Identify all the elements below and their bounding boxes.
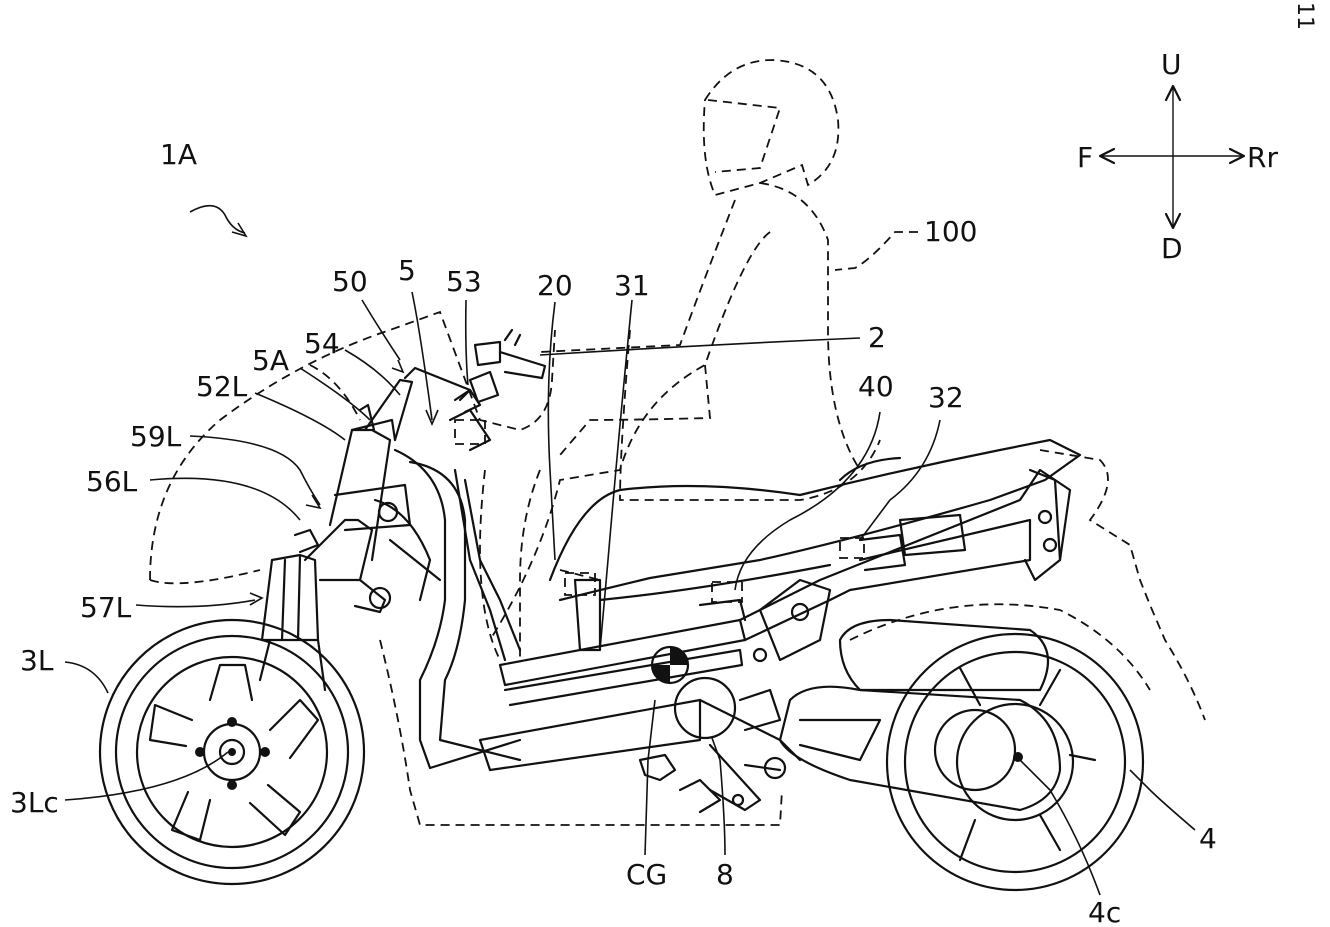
label-left-knuckle: 56L	[86, 465, 138, 498]
direction-indicator: U D F Rr	[1077, 48, 1278, 265]
label-rider: 100	[924, 215, 977, 248]
label-engine-unit: 8	[716, 858, 734, 891]
handlebar-assembly	[448, 328, 547, 452]
label-handle-sensor: 53	[446, 265, 482, 298]
label-left-link: 59L	[130, 420, 182, 453]
engine-unit	[638, 676, 762, 814]
label-rear-axle: 4c	[1088, 896, 1121, 927]
label-left-arm-bracket: 52L	[196, 370, 248, 403]
label-left-suspension: 57L	[80, 591, 132, 624]
main-frame	[373, 448, 1072, 772]
front-left-wheel	[98, 618, 366, 886]
seat	[548, 438, 1082, 602]
rear-swing-arm	[743, 618, 1062, 812]
rider-leader	[834, 231, 918, 271]
center-of-gravity-marker	[650, 645, 690, 685]
direction-front-label: F	[1077, 141, 1093, 174]
figure-ref-wavy-leader	[189, 204, 246, 234]
sheet-number: 11	[1292, 2, 1317, 30]
label-rear-wheel: 4	[1199, 822, 1217, 855]
rear-fender-outline	[559, 449, 1206, 721]
label-steering-unit: 5	[398, 254, 416, 287]
up-arrowhead-icon	[1164, 84, 1182, 102]
label-front-left-wheel: 3L	[20, 644, 54, 677]
label-seat-component: 31	[614, 269, 650, 302]
label-steering-handle: 2	[868, 321, 886, 354]
rear-wheel	[885, 632, 1145, 892]
label-steering-device: 50	[332, 265, 368, 298]
direction-rear-label: Rr	[1247, 141, 1278, 174]
label-steering-actuator: 54	[304, 327, 340, 360]
front-cowl-outline	[149, 310, 783, 826]
front-arrowhead-icon	[1098, 147, 1116, 165]
figure-ref-label: 1A	[160, 138, 197, 171]
label-controller: 40	[858, 370, 894, 403]
rider-outline	[489, 59, 881, 641]
direction-down-label: D	[1161, 232, 1183, 265]
component-boxes	[454, 419, 865, 603]
figure-ref-arrow-icon	[231, 222, 248, 238]
label-center-of-gravity: CG	[626, 858, 667, 891]
label-rear-component: 32	[928, 381, 964, 414]
down-arrowhead-icon	[1164, 212, 1182, 230]
label-steering-shaft: 5A	[252, 344, 289, 377]
direction-up-label: U	[1161, 48, 1182, 81]
label-front-left-axle: 3Lc	[10, 786, 59, 819]
leader-lines	[64, 204, 1196, 896]
rear-arrowhead-icon	[1228, 147, 1246, 165]
front-suspension-assembly	[258, 366, 472, 692]
front-axle-center	[228, 748, 236, 756]
label-body-frame: 20	[537, 269, 573, 302]
